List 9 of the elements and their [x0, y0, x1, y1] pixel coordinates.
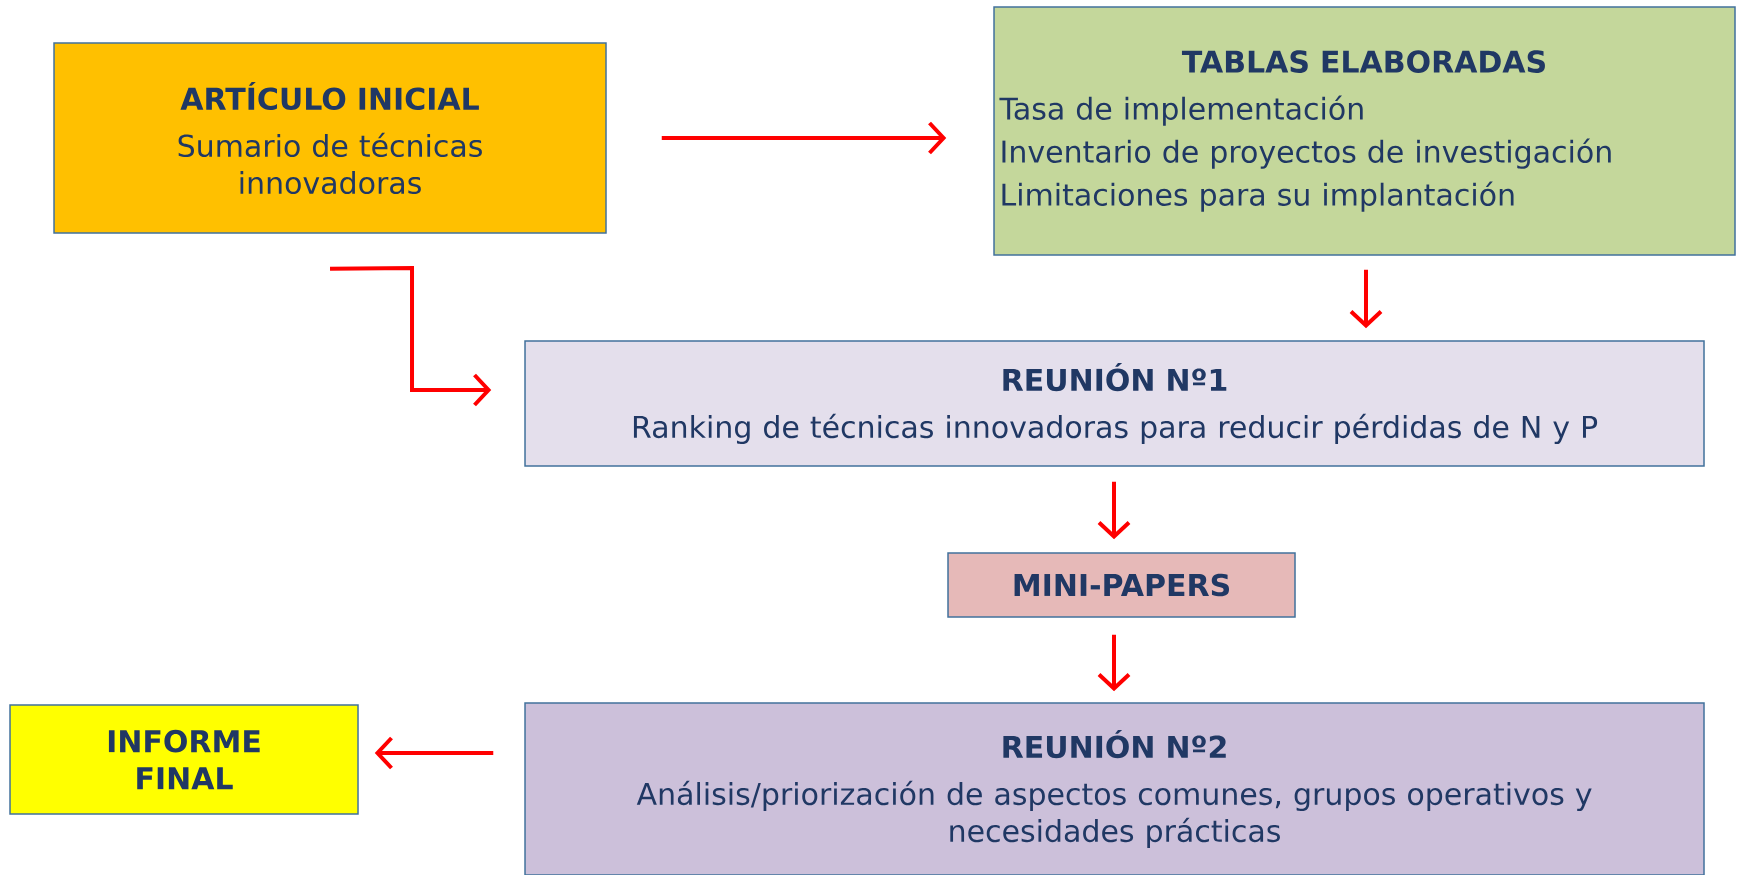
process-box: TABLAS ELABORADAS Tasa de implementación Inventario de proyectos de investigación Limitaciones para su implantación — [993, 6, 1736, 256]
process-box: REUNIÓN Nº1 Ranking de técnicas innovadoras para reducir pérdidas de N y P — [524, 340, 1705, 467]
arrow — [374, 736, 494, 770]
arrow — [661, 121, 947, 155]
process-box: REUNIÓN Nº2 Análisis/priorización de aspectos comunes, grupos operativos y necesidades prácticas — [524, 702, 1705, 875]
arrow — [330, 266, 492, 407]
process-box: ARTÍCULO INICIAL Sumario de técnicas innovadoras — [53, 42, 607, 234]
process-box: INFORME FINAL — [9, 704, 359, 815]
process-box: MINI-PAPERS — [947, 552, 1296, 618]
